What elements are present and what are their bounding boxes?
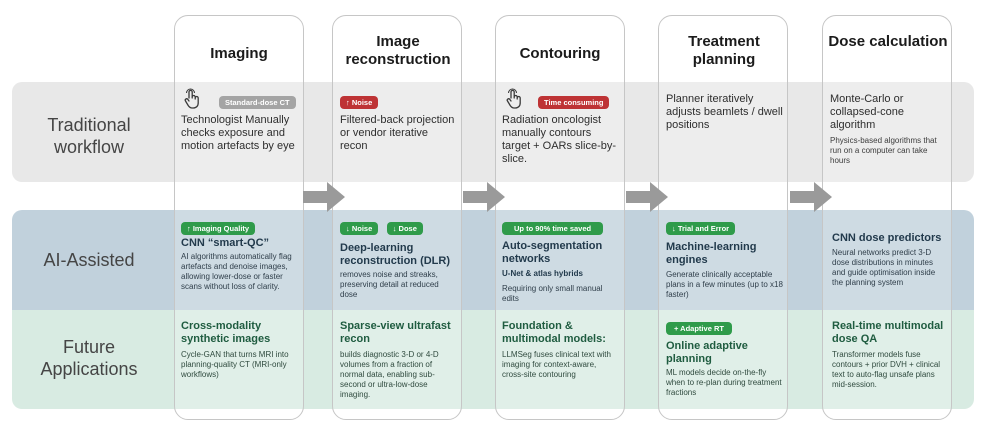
badge-dose-down: ↓ Dose <box>386 222 423 235</box>
future-recon-title: Sparse-view ultrafast recon <box>340 320 451 345</box>
future-imaging-text: Cycle-GAN that turns MRI into planning-q… <box>181 350 289 379</box>
badge-noise: ↑ Noise <box>340 96 379 109</box>
ai-planning-title: Machine-learning engines <box>666 241 757 266</box>
column-contouring <box>495 15 625 420</box>
column-imaging <box>174 15 304 420</box>
arrow-right-icon <box>463 182 505 212</box>
arrow-right-icon <box>790 182 832 212</box>
ai-imaging-text: AI algorithms automatically flag artefac… <box>181 252 292 291</box>
badge-time-saved: Up to 90% time saved <box>502 222 604 235</box>
trad-contour-text: Radiation oncologist manually contours t… <box>502 114 617 165</box>
ai-planning-text: Generate clinically acceptable plans in … <box>666 270 783 299</box>
badge-time-consuming: Time consuming <box>538 96 610 109</box>
ai-contour-text: Requiring only small manual edits <box>502 284 603 303</box>
arrow-right-icon <box>626 182 668 212</box>
badge-imaging-quality: ↑ Imaging Quality <box>181 222 256 235</box>
trad-dose-note: Physics-based algorithms that run on a c… <box>830 136 937 165</box>
future-dose-text: Transformer models fuse contours + prior… <box>832 350 941 389</box>
ai-recon-title: Deep-learning reconstruction (DLR) <box>340 242 450 267</box>
traditional-band <box>12 82 974 182</box>
column-title-recon: Image reconstruction <box>345 33 451 68</box>
ai-contour-subtitle: U-Net & atlas hybrids <box>502 269 583 278</box>
badge-adaptive-rt: + Adaptive RT <box>666 322 732 335</box>
row-label-ai: AI-Assisted <box>43 250 135 270</box>
ai-imaging-title: CNN “smart-QC” <box>181 237 270 249</box>
future-recon-text: builds diagnostic 3-D or 4-D volumes fro… <box>340 350 439 399</box>
trad-imaging-text: Technologist Manually checks exposure an… <box>181 114 295 152</box>
hand-pointer-icon <box>506 88 521 109</box>
column-planning <box>658 15 788 420</box>
trad-planning-text: Planner iteratively adjusts beamlets / d… <box>666 93 783 131</box>
column-recon <box>332 15 462 420</box>
badge-trial-and-error: ↓ Trial and Error <box>666 222 736 235</box>
ai-contour-title: Auto-segmentation networks <box>502 240 603 265</box>
ai-dose-title: CNN dose predictors <box>832 232 942 244</box>
future-contour-title: Foundation & multimodal models: <box>502 320 606 345</box>
column-title-contouring: Contouring <box>519 45 601 62</box>
row-label-future: Future Applications <box>40 337 138 379</box>
future-planning-text: ML models decide on-the-fly when to re-p… <box>666 368 782 397</box>
row-label-traditional: Traditional workflow <box>47 115 131 157</box>
badge-noise-down: ↓ Noise <box>340 222 379 235</box>
hand-pointer-icon <box>184 88 199 109</box>
future-planning-title: Online adaptive planning <box>666 340 748 365</box>
column-dose <box>822 15 952 420</box>
future-imaging-title: Cross-modality synthetic images <box>181 320 271 345</box>
column-title-dose: Dose calculation <box>828 33 948 50</box>
future-contour-text: LLMSeg fuses clinical text with imaging … <box>502 350 611 379</box>
column-title-imaging: Imaging <box>210 45 268 62</box>
future-band <box>12 310 974 409</box>
trad-dose-text: Monte-Carlo or collapsed-cone algorithm <box>830 93 904 131</box>
badge-standard-dose-ct: Standard-dose CT <box>219 96 296 109</box>
ai-recon-text: removes noise and streaks, preserving de… <box>340 270 439 299</box>
trad-recon-text: Filtered-back projection or vendor itera… <box>340 114 455 152</box>
ai-band <box>12 210 974 310</box>
arrow-right-icon <box>303 182 345 212</box>
ai-dose-text: Neural networks predict 3-D dose distrib… <box>832 248 936 287</box>
column-title-planning: Treatment planning <box>688 33 760 68</box>
future-dose-title: Real-time multimodal dose QA <box>832 320 944 345</box>
